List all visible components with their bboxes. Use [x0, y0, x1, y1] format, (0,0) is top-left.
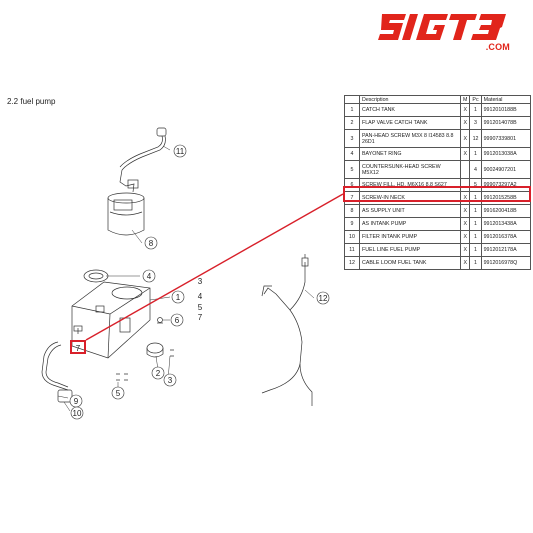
table-row[interactable]: 1 CATCH TANK X 1 9912010188B [344, 103, 531, 117]
row-m: X [459, 243, 471, 257]
header-description: Description [359, 95, 461, 104]
row-description: AS INTANK PUMP [359, 217, 461, 231]
row-material: 9912016378A [480, 230, 531, 244]
header-pc: Pc [469, 95, 482, 104]
row-pc: 1 [469, 256, 482, 270]
row-pc: 1 [469, 103, 482, 117]
parts-table: Description M Pc Material 1 CATCH TANK X… [344, 95, 531, 270]
row-m: X [459, 230, 471, 244]
callout-2: 2 [156, 369, 161, 378]
callout-6: 6 [175, 316, 180, 325]
row-m: X [459, 103, 471, 117]
row-description: BAYONET RING [359, 147, 461, 161]
bayonet-ring [83, 269, 109, 283]
row-description: COUNTERSUNK-HEAD SCREW M5X12 [359, 160, 461, 179]
brand-logo[interactable]: .COM [378, 12, 510, 56]
row-description: CABLE LOOM FUEL TANK [359, 256, 461, 270]
row-material: 9912014078B [480, 116, 531, 130]
section-title: 2.2 fuel pump [7, 97, 56, 106]
table-row[interactable]: 3 PAN-HEAD SCREW M3X 8 I14583 8.8 26D1 X… [344, 129, 531, 148]
table-row[interactable]: 8 AS SUPPLY UNIT X 1 9916200418B [344, 204, 531, 218]
callout-8: 8 [149, 239, 154, 248]
row-num: 8 [344, 204, 360, 218]
row-material: 90024907201 [480, 160, 531, 179]
row-material: 99907339801 [480, 129, 531, 148]
callout-5: 5 [116, 389, 121, 398]
row-m: X [459, 129, 471, 148]
intank-pump-hose [41, 341, 69, 391]
flap-valve [146, 342, 164, 354]
row-num: 11 [344, 243, 360, 257]
row-material: 9912013038A [480, 147, 531, 161]
stack-label-3: 3 [198, 277, 203, 286]
row-m [459, 160, 471, 179]
table-row[interactable]: 2 FLAP VALVE CATCH TANK X 3 9912014078B [344, 116, 531, 130]
row-description: FUEL LINE FUEL PUMP [359, 243, 461, 257]
exploded-diagram: 11 8 4 1 6 2 3 5 9 10 12 7 3 4 5 7 [41, 127, 344, 420]
stack-label-4: 4 [198, 292, 203, 301]
row-description: PAN-HEAD SCREW M3X 8 I14583 8.8 26D1 [359, 129, 461, 148]
row-pc: 1 [469, 147, 482, 161]
row-description: FILTER INTANK PUMP [359, 230, 461, 244]
row-num: 10 [344, 230, 360, 244]
row-m: X [459, 217, 471, 231]
stack-label-7: 7 [198, 313, 203, 322]
highlight-callout-box [70, 340, 86, 354]
cable-loom [263, 262, 306, 311]
logo-mark [378, 14, 506, 40]
callout-10: 10 [73, 409, 82, 418]
row-m: X [459, 204, 471, 218]
row-num: 9 [344, 217, 360, 231]
callout-11: 11 [176, 147, 185, 156]
callout-12: 12 [319, 294, 328, 303]
row-num: 3 [344, 129, 360, 148]
row-m: X [459, 256, 471, 270]
row-description: CATCH TANK [359, 103, 461, 117]
table-header-row: Description M Pc Material [344, 95, 531, 104]
fuel-line-11 [119, 135, 163, 168]
row-pc: 1 [469, 204, 482, 218]
row-pc: 3 [469, 116, 482, 130]
row-num: 12 [344, 256, 360, 270]
catch-tank [71, 281, 151, 359]
row-material: 9912013438A [480, 217, 531, 231]
row-num: 2 [344, 116, 360, 130]
row-material: 9916200418B [480, 204, 531, 218]
row-num: 4 [344, 147, 360, 161]
table-row[interactable]: 11 FUEL LINE FUEL PUMP X 1 9912012178A [344, 243, 531, 257]
header-material: Material [480, 95, 531, 104]
table-row[interactable]: 9 AS INTANK PUMP X 1 9912013438A [344, 217, 531, 231]
row-pc: 1 [469, 230, 482, 244]
row-m: X [459, 116, 471, 130]
row-m: X [459, 147, 471, 161]
row-pc: 12 [469, 129, 482, 148]
stack-label-5: 5 [198, 303, 203, 312]
row-material: 9912012178A [480, 243, 531, 257]
header-index [344, 95, 360, 104]
table-row[interactable]: 12 CABLE LOOM FUEL TANK X 1 9912016978Q [344, 256, 531, 270]
table-row[interactable]: 5 COUNTERSUNK-HEAD SCREW M5X12 4 9002490… [344, 160, 531, 179]
row-pc: 1 [469, 217, 482, 231]
row-num: 5 [344, 160, 360, 179]
highlight-connector [85, 193, 344, 341]
callout-4: 4 [147, 272, 152, 281]
logo-domain: .COM [485, 42, 510, 52]
fuel-line-fitting [156, 127, 167, 137]
callout-7: 7 [76, 344, 81, 353]
row-description: FLAP VALVE CATCH TANK [359, 116, 461, 130]
supply-unit-top [107, 192, 145, 204]
callout-1: 1 [176, 293, 181, 302]
row-description: AS SUPPLY UNIT [359, 204, 461, 218]
row-pc: 4 [469, 160, 482, 179]
header-m: M [459, 95, 471, 104]
selected-row-highlight [343, 186, 531, 202]
row-material: 9912016978Q [480, 256, 531, 270]
table-row[interactable]: 4 BAYONET RING X 1 9912013038A [344, 147, 531, 161]
table-row[interactable]: 10 FILTER INTANK PUMP X 1 9912016378A [344, 230, 531, 244]
callout-9: 9 [74, 397, 79, 406]
row-num: 1 [344, 103, 360, 117]
callout-3: 3 [168, 376, 173, 385]
row-material: 9912010188B [480, 103, 531, 117]
row-pc: 1 [469, 243, 482, 257]
